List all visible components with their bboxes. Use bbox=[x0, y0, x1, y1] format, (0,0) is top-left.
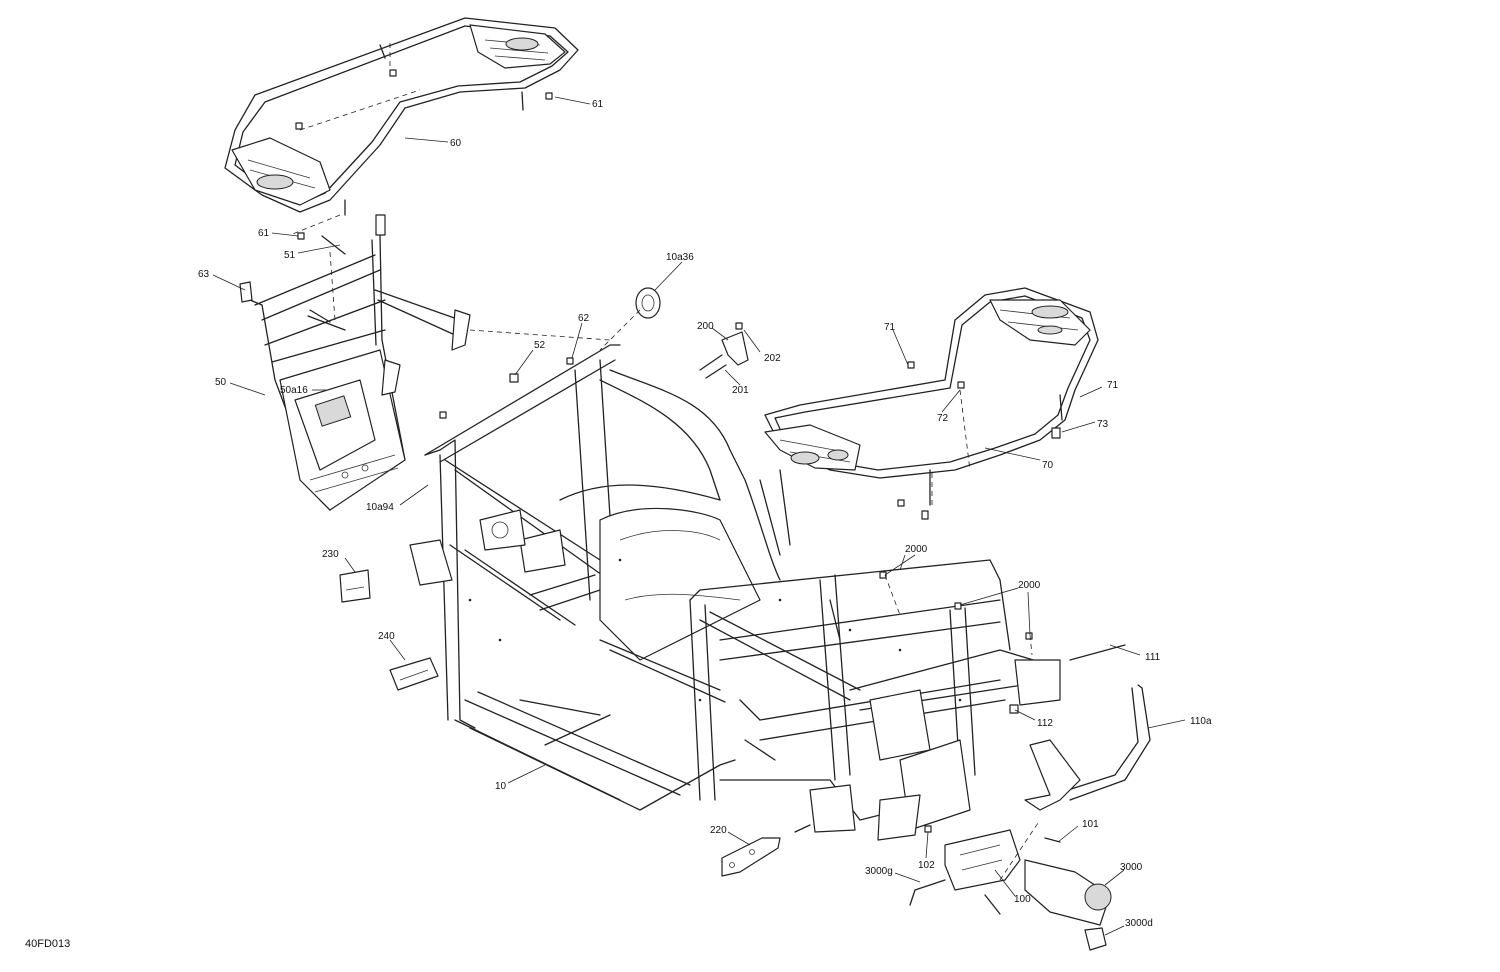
callout-61: 61 bbox=[258, 228, 270, 239]
front-rack-70 bbox=[764, 287, 1099, 520]
callout-71: 71 bbox=[1107, 380, 1119, 391]
callout-61: 61 bbox=[592, 99, 604, 110]
rear-rack-60 bbox=[224, 17, 579, 216]
plate-230 bbox=[339, 569, 371, 603]
main-frame-10 bbox=[409, 344, 1061, 841]
callout-101: 101 bbox=[1082, 819, 1099, 830]
callout-240: 240 bbox=[378, 631, 395, 642]
callout-201: 201 bbox=[732, 385, 749, 396]
bracket-200 bbox=[699, 322, 749, 379]
callout-100: 100 bbox=[1014, 894, 1031, 905]
callout-labels: 60 61 61 51 63 50 50a16 10a94 52 62 10a3… bbox=[198, 99, 1212, 929]
callout-112: 112 bbox=[1037, 718, 1053, 729]
callout-2000: 2000 bbox=[1018, 580, 1041, 591]
callout-3000: 3000 bbox=[1120, 862, 1143, 873]
callout-50a16: 50a16 bbox=[280, 385, 308, 396]
alignment-lines bbox=[289, 40, 1041, 881]
callout-111: 111 bbox=[1145, 652, 1161, 663]
callout-63: 63 bbox=[198, 269, 210, 280]
grommet-10a36 bbox=[635, 287, 661, 319]
callout-10a36: 10a36 bbox=[666, 252, 694, 263]
hitch-ball-3000 bbox=[1024, 859, 1112, 951]
callout-70: 70 bbox=[1042, 460, 1054, 471]
drawing-code: 40FD013 bbox=[25, 938, 70, 950]
callout-202: 202 bbox=[764, 353, 781, 364]
callout-62: 62 bbox=[578, 313, 590, 324]
callout-10a94: 10a94 bbox=[366, 502, 394, 513]
callout-110a: 110a bbox=[1190, 716, 1212, 727]
callout-73: 73 bbox=[1097, 419, 1109, 430]
rear-bracket-assembly-50 bbox=[239, 214, 471, 511]
tube-110a bbox=[1024, 684, 1151, 811]
callout-200: 200 bbox=[697, 321, 714, 332]
callout-71: 71 bbox=[884, 322, 896, 333]
callout-72: 72 bbox=[937, 413, 949, 424]
callout-51: 51 bbox=[284, 250, 296, 261]
callout-102: 102 bbox=[918, 860, 935, 871]
callout-230: 230 bbox=[322, 549, 339, 560]
callout-10: 10 bbox=[495, 781, 507, 792]
callout-3000d: 3000d bbox=[1125, 918, 1153, 929]
callout-3000g: 3000g bbox=[865, 866, 893, 877]
plate-220 bbox=[721, 837, 781, 877]
callout-60: 60 bbox=[450, 138, 462, 149]
callout-220: 220 bbox=[710, 825, 727, 836]
callout-2000: 2000 bbox=[905, 544, 928, 555]
plate-240 bbox=[389, 657, 439, 691]
callout-50: 50 bbox=[215, 377, 227, 388]
hitch-100 bbox=[909, 829, 1021, 906]
leader-lines bbox=[212, 96, 1186, 936]
callout-52: 52 bbox=[534, 340, 546, 351]
